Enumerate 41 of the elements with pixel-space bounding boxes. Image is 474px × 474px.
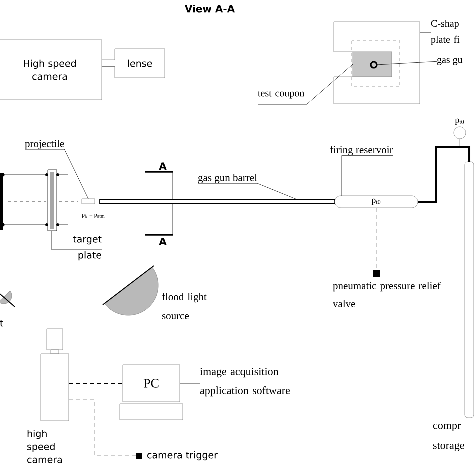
coupon-hole xyxy=(370,61,378,69)
leader-line xyxy=(258,64,354,105)
valve-label: pneumatic pressure relief valve xyxy=(333,282,441,308)
fixture-label: C-shap plate fi xyxy=(431,20,460,46)
projectile-label: projectile xyxy=(25,140,64,150)
camera-box: High speed camera xyxy=(0,40,102,100)
leader-line xyxy=(420,32,432,33)
leader-line xyxy=(198,183,298,200)
section-letter: A xyxy=(159,162,167,170)
tank-label: compr storage xyxy=(433,424,464,452)
lens-box: lense xyxy=(114,48,166,78)
leader-line xyxy=(376,61,438,66)
target-plate-label: target plate xyxy=(73,236,102,261)
camera-label: high speed camera xyxy=(28,430,62,464)
projectile xyxy=(82,198,96,204)
lens-mount xyxy=(102,60,115,68)
trigger-label: camera trigger xyxy=(148,451,218,461)
cable-line xyxy=(68,400,136,456)
pipe xyxy=(418,146,470,203)
gas-gun-barrel xyxy=(100,200,336,204)
target-assembly xyxy=(0,170,78,232)
section-letter: A xyxy=(159,238,167,246)
leader-line xyxy=(52,230,102,250)
c-shaped-plate xyxy=(334,22,420,104)
flood-light-label: flood light source xyxy=(162,293,207,320)
reservoir-label: firing reservoir xyxy=(330,146,394,156)
pc-monitor: PC xyxy=(120,364,184,420)
coupon-label: test coupon xyxy=(258,91,304,99)
light-label: t xyxy=(0,320,4,327)
gauge-label: p$_{t0}$ xyxy=(455,118,464,125)
view-title: View A-A xyxy=(185,5,236,13)
leader-line xyxy=(180,383,200,384)
dashed-line xyxy=(376,208,377,270)
barrel-label: gas gun barrel xyxy=(198,174,258,184)
leader-line xyxy=(24,149,89,200)
firing-reservoir: p$_{t0}$ xyxy=(334,196,418,208)
cable-line xyxy=(68,383,124,384)
leader-line xyxy=(342,155,394,196)
test-coupon xyxy=(352,52,392,78)
software-label: image acquisition application software xyxy=(200,368,290,397)
gun-label: gas gu xyxy=(437,58,463,66)
